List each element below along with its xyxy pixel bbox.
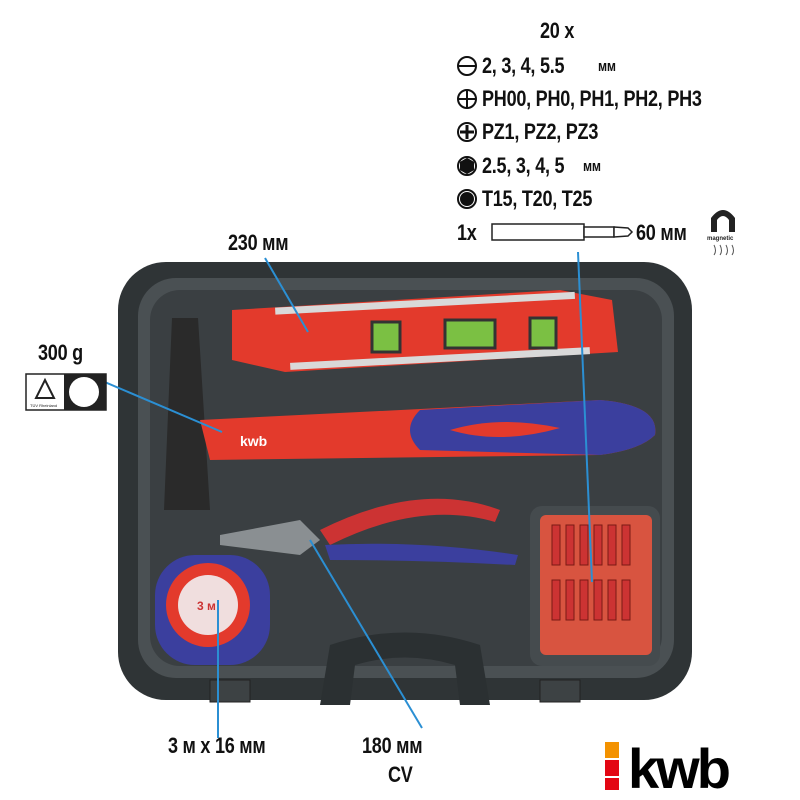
- bit-line-phillips: PH00, PH0, PH1, PH2, PH3: [482, 86, 702, 111]
- hammer-weight-label: 300 g: [38, 340, 83, 365]
- pliers: [220, 498, 518, 565]
- bit-line-torx: T15, T20, T25: [482, 186, 593, 211]
- hex-icon: [457, 156, 477, 176]
- svg-text:kwb: kwb: [628, 737, 729, 800]
- tape-size: 3 м: [197, 599, 216, 613]
- level-length-label: 230 мм: [228, 230, 289, 255]
- tape-measure: [155, 555, 270, 665]
- bit-holder-icon: [491, 223, 634, 241]
- torx-icon: [457, 189, 477, 209]
- tape-size-label: 3 м x 16 мм: [168, 733, 266, 758]
- magnet-icon: [711, 210, 735, 256]
- gs-label: GS: [70, 387, 90, 403]
- bit-box: [540, 515, 652, 655]
- magnetic-label: magnetic: [707, 236, 734, 242]
- kwb-logo: kwb: [605, 737, 732, 800]
- bit-unit: мм: [583, 158, 601, 175]
- phillips-icon: [457, 89, 477, 109]
- bit-line-slotted: 2, 3, 4, 5.5: [482, 53, 565, 78]
- certification-logo: [25, 373, 107, 411]
- bit-line-pozidriv: PZ1, PZ2, PZ3: [482, 119, 599, 144]
- pliers-length-label: 180 мм: [362, 733, 423, 758]
- hammer: [164, 318, 656, 510]
- holder-count: 1x: [457, 220, 477, 245]
- hammer-brand: kwb: [240, 433, 267, 449]
- tuv-label: TÜV Rheinland: [30, 403, 57, 408]
- spirit-level: [232, 290, 618, 372]
- bit-line-hex: 2.5, 3, 4, 5: [482, 153, 565, 178]
- slotted-icon: [457, 56, 477, 76]
- pozidriv-icon: [457, 122, 477, 142]
- bit-unit: мм: [598, 58, 616, 75]
- bit-count: 20 x: [540, 18, 575, 43]
- leader-lines: [99, 251, 593, 738]
- holder-length: 60 мм: [636, 220, 687, 245]
- pliers-material-label: CV: [388, 762, 413, 787]
